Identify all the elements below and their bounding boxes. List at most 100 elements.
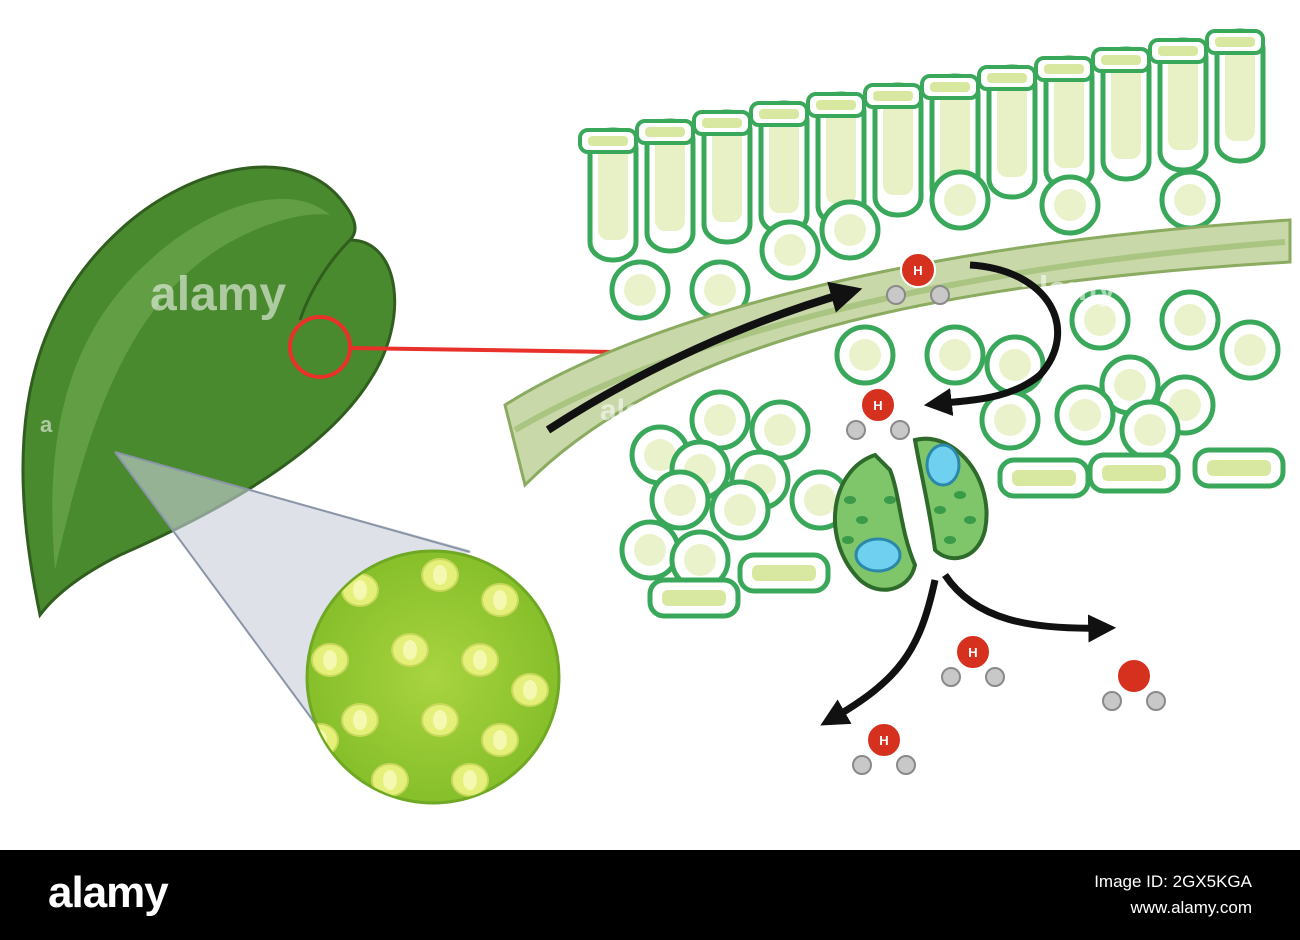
epidermis-cell-interior xyxy=(1101,55,1141,65)
spongy-cell-interior xyxy=(704,274,736,306)
spongy-cell-interior xyxy=(1084,304,1116,336)
epidermis-cell-interior xyxy=(645,127,685,137)
flow-arrow-icon xyxy=(820,579,939,726)
spongy-cell-interior xyxy=(664,484,696,516)
palisade-cell-interior xyxy=(1054,68,1084,168)
epidermis-cell-interior xyxy=(1215,37,1255,47)
highlight-marker xyxy=(288,315,616,379)
oxygen-atom xyxy=(866,722,902,758)
cell-nucleus xyxy=(353,710,367,730)
hydrogen-atom xyxy=(896,755,916,775)
leaf-cross-section xyxy=(578,28,1286,619)
zoom-cone xyxy=(114,451,471,731)
palisade-cell-interior xyxy=(883,95,913,195)
chloroplast xyxy=(844,496,856,504)
spongy-cell-interior xyxy=(624,274,656,306)
cell-nucleus xyxy=(493,730,507,750)
oxygen-atom xyxy=(860,387,896,423)
lower-epidermis-cell-interior xyxy=(1102,465,1166,481)
chloroplast xyxy=(954,491,966,499)
hydrogen-atom xyxy=(852,755,872,775)
palisade-cell-interior xyxy=(655,131,685,231)
hydrogen-atom xyxy=(930,285,950,305)
flow-arrow-icon xyxy=(545,281,863,434)
chloroplast xyxy=(884,496,896,504)
cell-nucleus xyxy=(353,580,367,600)
atom-label: H xyxy=(968,645,977,660)
epidermis-cell-interior xyxy=(930,82,970,92)
leaf-transpiration-diagram: alamy a alamy alamy xyxy=(21,28,1292,805)
leaf-vein: alamy alamy xyxy=(503,218,1292,488)
chloroplast xyxy=(964,516,976,524)
spongy-cell-interior xyxy=(704,404,736,436)
footer-bar: alamy Image ID: 2GX5KGA www.alamy.com xyxy=(0,850,1300,940)
spongy-cell-interior xyxy=(834,214,866,246)
spongy-cell-interior xyxy=(1054,189,1086,221)
cell-nucleus xyxy=(403,640,417,660)
footer-site: www.alamy.com xyxy=(1130,898,1252,917)
footer-image-id: Image ID: 2GX5KGA xyxy=(1094,872,1252,891)
footer-logo: alamy xyxy=(48,868,169,917)
spongy-cell-interior xyxy=(724,494,756,526)
epidermis-cell-interior xyxy=(759,109,799,119)
chloroplast xyxy=(944,536,956,544)
water-molecule-icon: H xyxy=(846,387,910,440)
hydrogen-atom xyxy=(886,285,906,305)
spongy-cell-interior xyxy=(999,349,1031,381)
chloroplast xyxy=(856,516,868,524)
watermark-vein: alamy xyxy=(600,394,685,427)
watermark-tag: a xyxy=(40,412,53,437)
leaf-surface-cell xyxy=(308,723,339,757)
spongy-cell-interior xyxy=(994,404,1026,436)
watermark-leaf: alamy xyxy=(150,268,286,321)
palisade-cell-interior xyxy=(997,77,1027,177)
hydrogen-atom xyxy=(1146,691,1166,711)
spongy-cell-interior xyxy=(849,339,881,371)
cell-nucleus xyxy=(433,565,447,585)
water-molecule-icon: H xyxy=(941,634,1005,687)
spongy-cell-interior xyxy=(1114,369,1146,401)
magnifier-circle xyxy=(305,549,561,805)
vacuole xyxy=(925,443,961,487)
spongy-cell-interior xyxy=(1134,414,1166,446)
chloroplast xyxy=(934,506,946,514)
spongy-cell-interior xyxy=(1234,334,1266,366)
palisade-cell-interior xyxy=(940,86,970,186)
epidermis-cell-interior xyxy=(588,136,628,146)
oxygen-atom xyxy=(955,634,991,670)
lower-epidermis-cell-interior xyxy=(752,565,816,581)
spongy-cell-interior xyxy=(1069,399,1101,431)
cell-nucleus xyxy=(383,770,397,790)
palisade-cell-interior xyxy=(1168,50,1198,150)
cell-nucleus xyxy=(523,680,537,700)
leaf-icon xyxy=(21,165,397,619)
oxygen-atom xyxy=(1116,658,1152,694)
water-molecule-icon: H xyxy=(886,252,950,305)
palisade-cell-interior xyxy=(1225,41,1255,141)
cell-nucleus xyxy=(433,710,447,730)
palisade-cell-interior xyxy=(1111,59,1141,159)
spongy-cell-interior xyxy=(944,184,976,216)
palisade-cell-interior xyxy=(598,140,628,240)
palisade-cell-interior xyxy=(769,113,799,213)
hydrogen-atom xyxy=(1102,691,1122,711)
spongy-cell-interior xyxy=(684,544,716,576)
spongy-cell-interior xyxy=(1169,389,1201,421)
water-molecule-icon: H xyxy=(852,722,916,775)
hydrogen-atom xyxy=(985,667,1005,687)
stoma-guard-cells xyxy=(832,436,989,592)
chloroplast xyxy=(842,536,854,544)
lower-epidermis-cell-interior xyxy=(662,590,726,606)
atom-label: H xyxy=(879,733,888,748)
flow-arrows xyxy=(545,261,1117,726)
spongy-cell-interior xyxy=(774,234,806,266)
atom-label: H xyxy=(873,398,882,413)
cell-nucleus xyxy=(493,590,507,610)
palisade-cell-interior xyxy=(826,104,856,204)
epidermis-cell-interior xyxy=(1044,64,1084,74)
spongy-cell-interior xyxy=(939,339,971,371)
cell-nucleus xyxy=(323,650,337,670)
spongy-cell-interior xyxy=(634,534,666,566)
cell-nucleus xyxy=(463,770,477,790)
spongy-cell-interior xyxy=(1174,184,1206,216)
